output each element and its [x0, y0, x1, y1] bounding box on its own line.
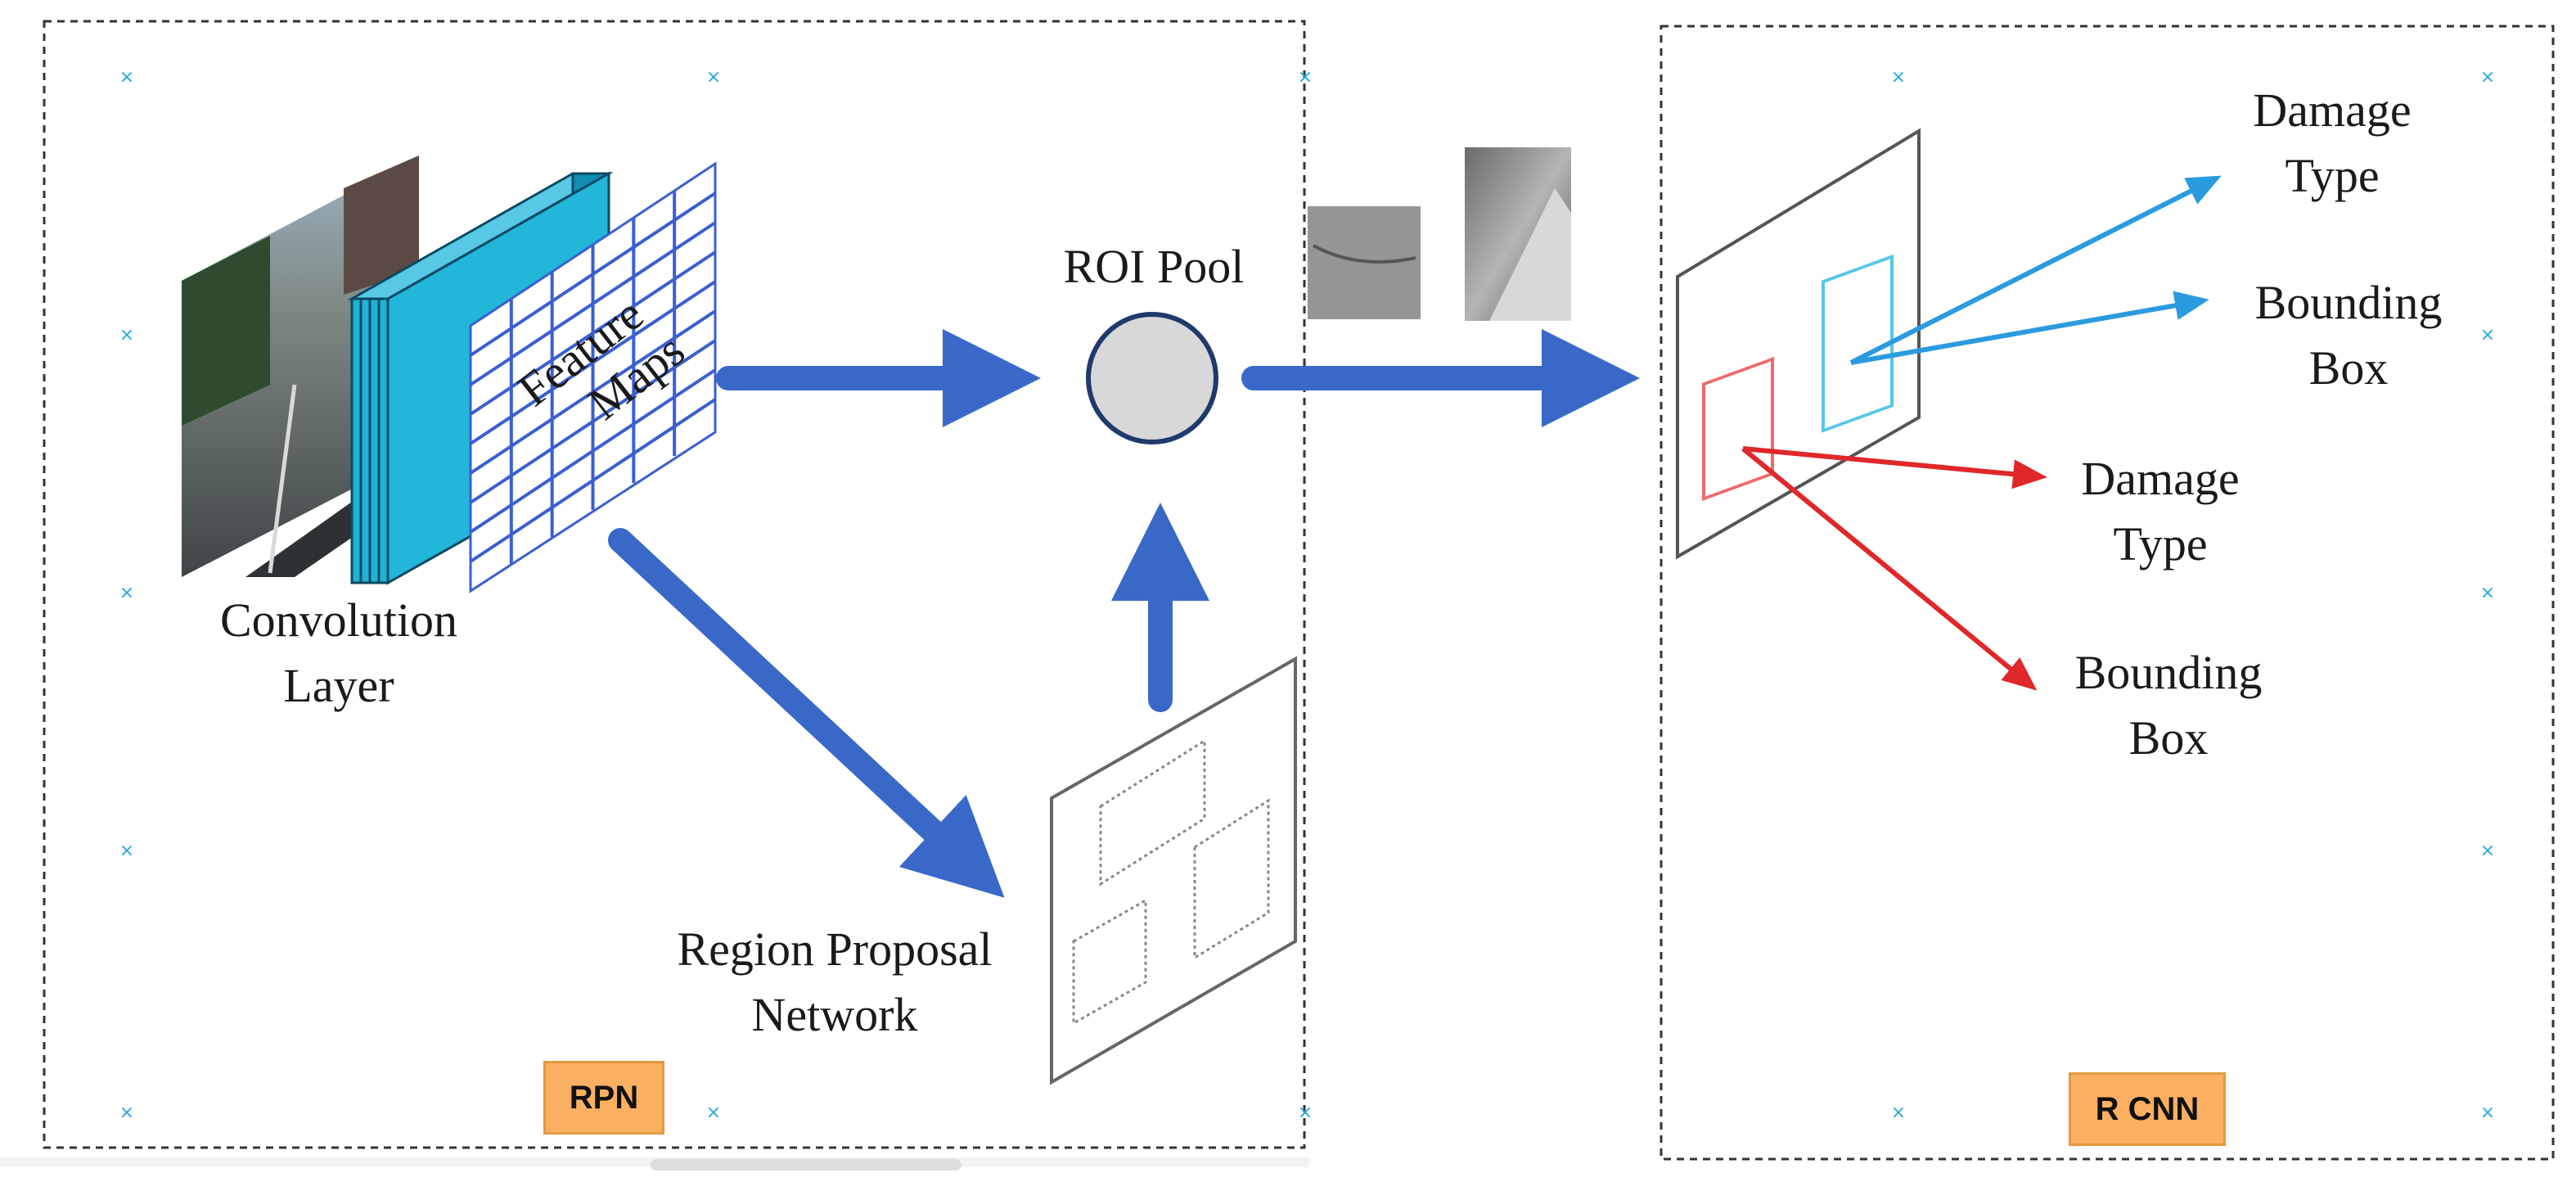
arrow-red-to-type: [1742, 446, 2047, 489]
rpn-tag: RPN: [543, 1061, 664, 1135]
selection-marker-icon[interactable]: ×: [1890, 67, 1907, 88]
selection-marker-icon[interactable]: ×: [705, 67, 722, 88]
selection-marker-icon[interactable]: ×: [2479, 67, 2496, 88]
rcnn-group-box: [1660, 25, 2555, 1161]
horizontal-scrollbar-thumb[interactable]: [651, 1159, 961, 1171]
red-detection-box: [1702, 356, 1774, 501]
blue-damage-type-label: Damage Type: [2209, 78, 2455, 209]
selection-marker-icon[interactable]: ×: [119, 325, 135, 345]
region-proposal-label: Region Proposal Network: [630, 917, 1039, 1048]
rpn-group-box: [43, 20, 1306, 1149]
blue-box-line2: Box: [2308, 341, 2389, 395]
rcnn-feature-plane: [1676, 128, 1921, 560]
grid-line-horizontal: [469, 339, 717, 504]
rcnn-tag: R CNN: [2069, 1072, 2226, 1146]
selection-marker-icon[interactable]: ×: [119, 1103, 135, 1123]
selection-marker-icon[interactable]: ×: [1890, 1103, 1907, 1123]
blue-bounding-box-label: Bounding Box: [2209, 270, 2488, 401]
grid-line-horizontal: [469, 250, 717, 416]
feature-maps-grid: [469, 161, 717, 593]
selection-marker-icon[interactable]: ×: [119, 841, 135, 861]
red-box-line2: Box: [2128, 711, 2209, 765]
grid-line-horizontal: [469, 398, 717, 563]
red-bounding-box-label: Bounding Box: [2029, 640, 2308, 771]
grid-line-horizontal: [469, 309, 717, 475]
roi-pool-label: ROI Pool: [1063, 240, 1245, 293]
roi-crop-thumbnail-1: [1308, 206, 1421, 319]
rpn-line2: Network: [751, 988, 918, 1041]
grid-line-horizontal: [469, 221, 717, 386]
arrow-red-to-box: [1741, 446, 2038, 691]
rpn-line1: Region Proposal: [677, 923, 993, 976]
selection-marker-icon[interactable]: ×: [119, 67, 135, 88]
selection-marker-icon[interactable]: ×: [1297, 67, 1313, 88]
blue-type-line2: Type: [2285, 149, 2380, 202]
selection-marker-icon[interactable]: ×: [2479, 325, 2496, 345]
selection-marker-icon[interactable]: ×: [705, 1103, 722, 1123]
blue-box-line1: Bounding: [2254, 276, 2443, 329]
convolution-layer-label: Convolution Layer: [175, 588, 502, 719]
blue-type-line1: Damage: [2253, 83, 2412, 137]
red-box-line1: Bounding: [2074, 646, 2263, 699]
roi-pool-node: [1086, 312, 1218, 444]
selection-marker-icon[interactable]: ×: [2479, 841, 2496, 861]
conv-line2: Layer: [283, 659, 394, 712]
arrow-features-to-rpn: [608, 528, 1005, 898]
selection-marker-icon[interactable]: ×: [2479, 583, 2496, 603]
arrow-blue-to-type: [1849, 175, 2222, 365]
red-type-line1: Damage: [2081, 452, 2240, 505]
red-damage-type-label: Damage Type: [2038, 446, 2283, 577]
blue-detection-box: [1822, 254, 1894, 433]
red-type-line2: Type: [2113, 517, 2208, 571]
grid-line-horizontal: [469, 280, 717, 445]
grid-line-horizontal: [469, 368, 717, 534]
conv-line1: Convolution: [219, 593, 458, 647]
selection-marker-icon[interactable]: ×: [2479, 1103, 2496, 1123]
roi-crop-thumbnail-2: [1465, 147, 1571, 321]
region-proposal-panel: [1050, 656, 1297, 1085]
selection-marker-icon[interactable]: ×: [1297, 1103, 1313, 1123]
selection-marker-icon[interactable]: ×: [119, 583, 135, 603]
arrow-blue-to-box: [1850, 291, 2209, 365]
grid-line-horizontal: [469, 192, 717, 357]
